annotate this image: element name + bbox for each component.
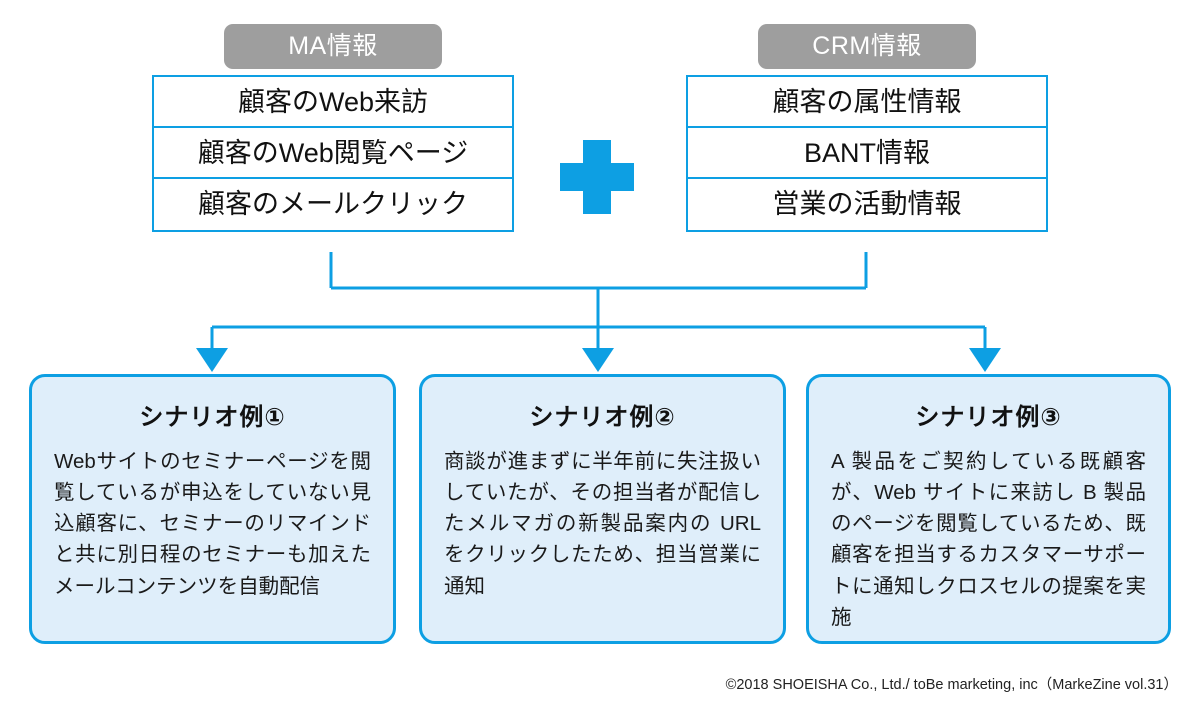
scenario-body-2: 商談が進まずに半年前に失注扱いしていたが、その担当者が配信したメルマガの新製品案… [444,450,761,598]
arrowhead-scenario-3 [969,348,1001,372]
group-row-crm-3: 営業の活動情報 [772,189,962,219]
source-group-crm: CRM情報 顧客の属性情報 BANT情報 営業の活動情報 [686,24,1048,232]
copyright-credit: ©2018 SHOEISHA Co., Ltd./ toBe marketing… [725,677,1178,693]
source-group-ma: MA情報 顧客のWeb来訪 顧客のWeb閲覧ページ 顧客のメールクリック [152,24,514,232]
scenario-card-2: シナリオ例② 商談が進まずに半年前に失注扱いしていたが、その担当者が配信したメル… [419,374,786,644]
arrowhead-scenario-1 [196,348,228,372]
plus-icon-vertical-bar [583,140,611,214]
group-row-crm-1: 顧客の属性情報 [688,77,1046,128]
scenario-card-1: シナリオ例① Webサイトのセミナーページを閲覧しているが申込をしていない見込顧… [29,374,396,644]
scenario-body-1: Webサイトのセミナーページを閲覧しているが申込をしていない見込顧客に、セミナー… [54,450,371,598]
plus-icon [560,140,634,214]
arrowhead-scenario-2 [582,348,614,372]
group-pill-ma: MA情報 [224,24,442,69]
scenario-title-1: シナリオ例① [139,404,286,431]
group-table-crm: 顧客の属性情報 BANT情報 営業の活動情報 [686,75,1048,232]
group-row-crm-2: BANT情報 [688,128,1046,179]
group-row-ma-1: 顧客のWeb来訪 [154,77,512,128]
scenario-body-3: A 製品をご契約している既顧客が、Web サイトに来訪し B 製品のページを閲覧… [831,450,1146,629]
group-row-ma-3: 顧客のメールクリック [198,189,468,219]
scenario-card-3: シナリオ例③ A 製品をご契約している既顧客が、Web サイトに来訪し B 製品… [806,374,1171,644]
scenario-title-2: シナリオ例② [529,404,676,431]
scenario-title-3: シナリオ例③ [915,404,1062,431]
group-row-ma-2: 顧客のWeb閲覧ページ [154,128,512,179]
group-pill-crm: CRM情報 [758,24,976,69]
group-table-ma: 顧客のWeb来訪 顧客のWeb閲覧ページ 顧客のメールクリック [152,75,514,232]
